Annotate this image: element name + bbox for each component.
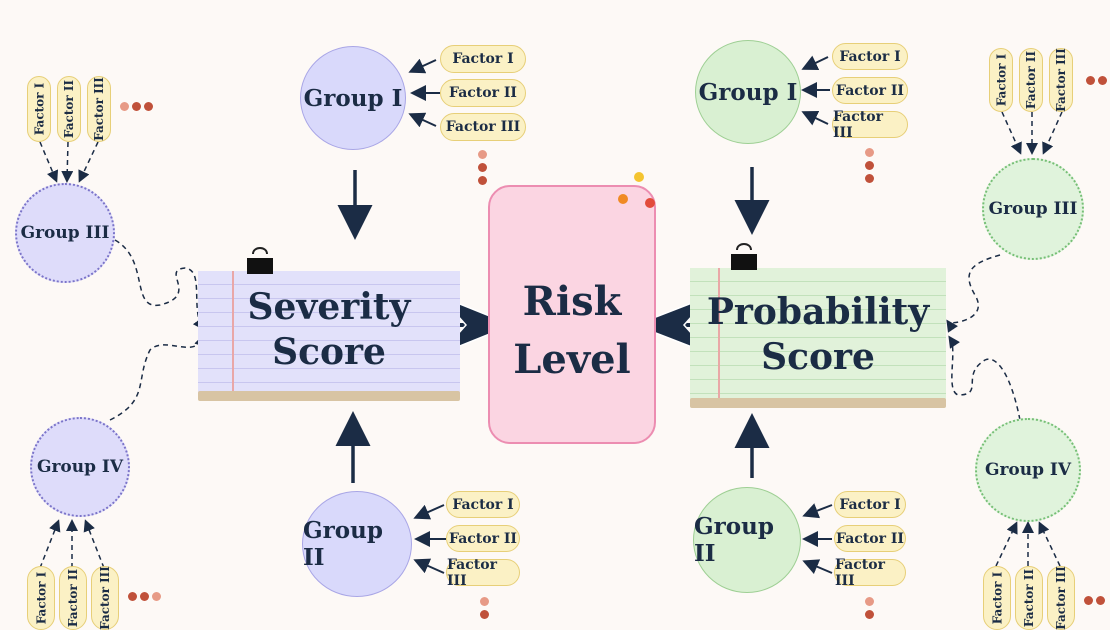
factor-pill: Factor III [91,566,119,630]
ellipsis-dot [1084,596,1093,605]
factor-pill: Factor III [440,113,526,141]
ellipsis-dot [1086,76,1095,85]
ellipsis-dot [132,102,141,111]
probability-group-i: Group I [695,40,801,144]
factor-pill: Factor I [834,491,906,518]
factor-pill: Factor I [27,76,51,142]
factor-pill: Factor II [834,525,906,552]
severity-line2: Score [272,331,386,373]
ellipsis-dot [480,597,489,606]
ellipsis-dot [478,163,487,172]
factor-pill: Factor I [446,491,520,518]
probability-line2: Score [761,336,875,378]
factor-pill: Factor III [834,557,906,589]
group-label: Group II [303,517,383,571]
factor-pill: Factor II [446,525,520,552]
group-label: Group I [698,78,798,106]
ellipsis-dot [865,597,874,606]
ellipsis-dot [478,176,487,185]
severity-group-iii: Group III [15,183,115,283]
risk-line1: Risk [522,278,622,325]
binder-clip-icon [243,246,277,274]
factor-pill: Factor I [832,43,908,70]
probability-group-iii: Group III [982,158,1084,260]
ellipsis-dot [128,592,137,601]
ellipsis-dot [865,148,874,157]
factor-pill: Factor II [59,566,87,630]
factor-pill: Factor II [440,79,526,107]
severity-group-iv: Group IV [30,417,130,517]
ellipsis-dot [140,592,149,601]
factor-pill: Factor I [440,45,526,73]
probability-group-iv: Group IV [975,418,1081,522]
ellipsis-dot [1096,596,1105,605]
probability-line1: Probability [706,291,930,333]
factor-pill: Factor III [87,76,111,142]
group-label: Group IV [36,457,124,477]
group-label: Group IV [984,460,1072,480]
ellipsis-dot [152,592,161,601]
factor-pill: Factor II [57,76,81,142]
ellipsis-dot [478,150,487,159]
factor-pill: Factor I [989,48,1013,112]
factor-pill: Factor III [832,109,908,141]
pushpin-icon [618,194,628,204]
group-label: Group III [988,199,1078,219]
factor-pill: Factor I [27,566,55,630]
factor-pill: Factor II [1015,566,1043,630]
group-label: Group II [694,513,774,567]
ellipsis-dot [1098,76,1107,85]
pushpin-icon [634,172,644,182]
group-label: Group I [303,84,403,112]
binder-clip-icon [727,242,761,270]
severity-line1: Severity [247,286,411,328]
risk-line2: Level [513,336,631,383]
severity-group-i: Group I [300,46,406,150]
severity-group-ii: Group II [302,491,412,597]
ellipsis-dot [865,174,874,183]
factor-pill: Factor III [1047,566,1075,630]
ellipsis-dot [865,161,874,170]
factor-pill: Factor II [832,77,908,104]
factor-pill: Factor III [1049,48,1073,112]
probability-group-ii: Group II [693,487,801,593]
pushpin-icon [645,198,655,208]
ellipsis-dot [865,610,874,619]
ellipsis-dot [480,610,489,619]
ellipsis-dot [120,102,129,111]
group-label: Group III [20,223,110,243]
factor-pill: Factor II [1019,48,1043,112]
factor-pill: Factor I [983,566,1011,630]
factor-pill: Factor III [446,557,520,589]
ellipsis-dot [144,102,153,111]
